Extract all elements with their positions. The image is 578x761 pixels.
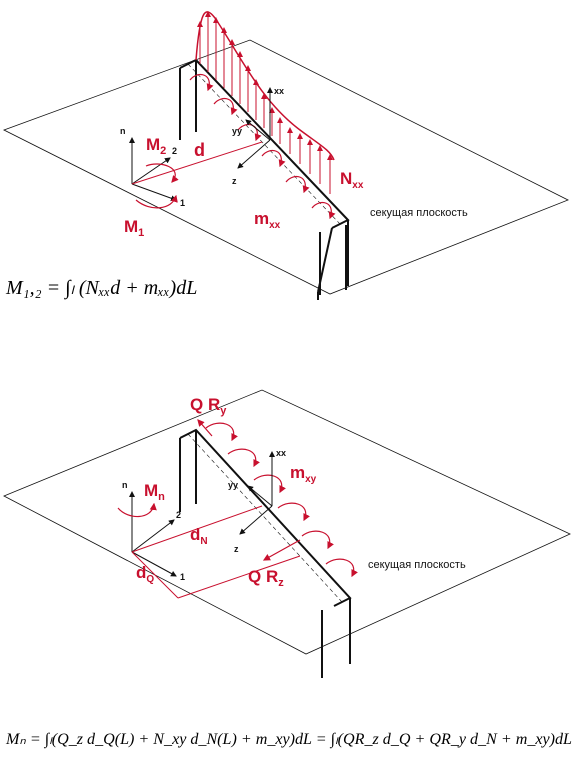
bottom-point-axes <box>129 491 177 577</box>
bottom-qrz-arrow <box>262 539 301 561</box>
top-n-label: n <box>120 126 126 136</box>
bottom-z-label: z <box>234 544 239 554</box>
top-formula: M₁,₂ = ∫ₗ (Nₓₓd + mₓₓ)dL <box>5 277 197 300</box>
top-nxx-arrows <box>197 11 333 194</box>
top-yy-label: yy <box>232 126 242 136</box>
bottom-cutting-plane <box>3 389 571 655</box>
bottom-mn-arc <box>117 502 157 518</box>
top-m1-label: M1 <box>124 217 144 239</box>
bottom-dq-line <box>131 551 179 599</box>
bottom-n-label: n <box>122 480 128 490</box>
bottom-dq-leader <box>177 555 301 599</box>
top-d-line <box>131 141 263 185</box>
top-xx-label: xx <box>274 86 284 96</box>
top-point-axes <box>129 137 177 202</box>
top-beam <box>179 58 350 300</box>
bottom-plane-caption: секущая плоскость <box>368 559 466 571</box>
top-axis1-label: 1 <box>180 198 185 208</box>
bottom-xx-label: xx <box>276 448 286 458</box>
bottom-beam <box>179 428 352 678</box>
top-m2-label: M2 <box>146 135 166 157</box>
bottom-axis2-label: 2 <box>176 510 181 520</box>
top-diagram: xx yy z n 2 1 d M2 M1 Nxx mxx се <box>2 11 569 300</box>
top-plane-caption: секущая плоскость <box>370 207 468 219</box>
bottom-diagram: xx yy z n 2 1 Mn dN dQ Q Ry mxy <box>3 389 572 749</box>
bottom-local-axes <box>239 451 275 535</box>
top-mxx-arcs <box>189 73 336 220</box>
bottom-mxy-label: mxy <box>290 463 317 485</box>
bottom-dq-label: dQ <box>136 563 154 585</box>
top-axis2-label: 2 <box>172 146 177 156</box>
top-m2-arc <box>145 163 179 183</box>
top-cutting-plane <box>2 39 569 295</box>
bottom-mn-label: Mn <box>144 481 165 503</box>
top-local-axes <box>237 87 273 169</box>
bottom-yy-label: yy <box>228 480 238 490</box>
bottom-qry-label: Q Ry <box>190 395 227 417</box>
top-m1-arc <box>135 194 178 209</box>
bottom-qry-arrow <box>197 419 213 437</box>
bottom-axis1-label: 1 <box>180 572 185 582</box>
bottom-dn-label: dN <box>190 525 208 547</box>
top-z-label: z <box>232 176 237 186</box>
top-d-label: d <box>194 140 205 160</box>
bottom-dn-line <box>131 505 263 553</box>
bottom-qrz-label: Q Rz <box>248 567 284 589</box>
top-nxx-curve <box>195 11 335 161</box>
bottom-mxy-arcs <box>205 422 358 578</box>
top-nxx-label: Nxx <box>340 169 364 191</box>
bottom-formula: Mₙ = ∫ₗ(Q_z d_Q(L) + N_xy d_N(L) + m_xy)… <box>5 731 572 749</box>
top-mxx-label: mxx <box>254 209 281 231</box>
